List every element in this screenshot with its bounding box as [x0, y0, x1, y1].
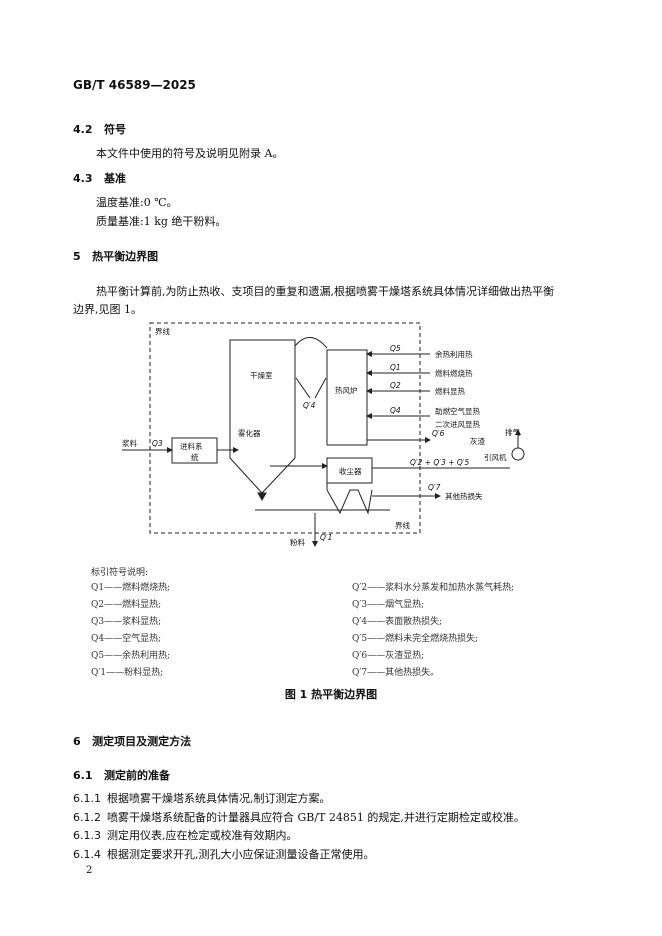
section-6-heading: 6 测定项目及测定方法 — [73, 733, 191, 749]
item-text: 测定用仪表,应在检定或校准有效期内。 — [107, 829, 298, 842]
document-code: GB/T 46589—2025 — [73, 78, 196, 92]
q-label: Q2 — [390, 381, 401, 390]
section-title: 测定项目及测定方法 — [92, 735, 192, 748]
stove-label: 热风炉 — [335, 385, 358, 395]
section-5-paragraph-line2: 边界,见图 1。 — [73, 303, 142, 316]
system-boundary — [149, 322, 421, 534]
section-title: 测定前的准备 — [104, 769, 170, 782]
section-5-heading: 5 热平衡边界图 — [73, 248, 158, 264]
dryer-label: 干燥室 — [250, 370, 273, 380]
q-label: Q′7 — [428, 483, 441, 492]
legend-item: Q′2——浆料水分蒸发和加热水蒸气耗热; — [352, 583, 515, 593]
q-label: Q3 — [152, 439, 163, 448]
legend-right: Q′2——浆料水分蒸发和加热水蒸气耗热; Q′3——烟气显热; Q′4——表面散… — [352, 580, 514, 682]
legend-item: Q2——燃料显热; — [91, 600, 162, 610]
item-number: 6.1.3 — [73, 829, 101, 842]
list-item: 6.1.4 根据测定要求开孔,测孔大小应保证测量设备正常使用。 — [73, 846, 525, 865]
page-number: 2 — [86, 865, 93, 876]
feed-system-label: 统 — [191, 452, 199, 462]
item-number: 6.1.2 — [73, 810, 101, 824]
legend-item: Q5——余热利用热; — [91, 651, 171, 661]
q-label: Q′2 + Q′3 + Q′5 — [410, 458, 469, 467]
legend-left: Q1——燃料燃烧热; Q2——燃料显热; Q3——浆料显热; Q4——空气显热;… — [91, 580, 170, 682]
combustion-air-label: 助燃空气显热 — [435, 406, 480, 416]
mass-basis: 质量基准:1 kg 绝干粉料。 — [96, 215, 227, 228]
section-number: 6 — [73, 735, 81, 748]
fuel-combustion-label: 燃料燃烧热 — [435, 368, 473, 378]
legend-item: Q′4——表面散热损失; — [352, 617, 443, 627]
item-number: 6.1.1 — [73, 792, 101, 805]
legend-item: Q′5——燃料未完全燃烧热损失; — [352, 634, 479, 644]
legend-item: Q′7——其他热损失。 — [352, 668, 440, 678]
legend-item: Q1——燃料燃烧热; — [91, 583, 171, 593]
section-number: 4.3 — [73, 172, 93, 185]
powder-label: 粉料 — [290, 537, 305, 547]
legend-item: Q3——浆料显热; — [91, 617, 162, 627]
q-label: Q1 — [390, 363, 401, 372]
collector-label: 收尘器 — [339, 466, 362, 476]
section-number: 6.1 — [73, 769, 93, 782]
legend-item: Q′3——烟气显热; — [352, 600, 425, 610]
secondary-air-label: 二次进风显热 — [435, 419, 480, 429]
q-label: Q′6 — [432, 429, 445, 438]
hot-air-duct — [294, 337, 328, 349]
q-label: Q5 — [390, 344, 401, 353]
section-4-2-text: 本文件中使用的符号及说明见附录 A。 — [96, 147, 284, 160]
boundary-label: 界线 — [395, 520, 410, 530]
q-label: Q′1 — [320, 533, 332, 542]
drying-chamber — [229, 339, 296, 494]
slurry-label: 浆料 — [122, 438, 137, 448]
heat-balance-diagram: 界线 界线 干燥室 热风炉 雾化器 进料系 统 收尘器 浆料 粉料 排气 引风机… — [122, 322, 525, 547]
hot-air-stove — [326, 349, 368, 446]
legend-item: Q′6——灰渣显热; — [352, 651, 425, 661]
legend-title: 标引符号说明: — [91, 568, 149, 578]
section-6-1-heading: 6.1 测定前的准备 — [73, 767, 170, 783]
list-item: 6.1.1 根据喷雾干燥塔系统具体情况,制订测定方案。 — [73, 790, 525, 809]
feed-system-label: 进料系 — [180, 441, 203, 451]
section-number: 4.2 — [73, 123, 93, 136]
atomizer-label: 雾化器 — [238, 428, 261, 438]
other-loss-label: 其他热损失 — [445, 491, 483, 501]
list-item: 6.1.3 测定用仪表,应在检定或校准有效期内。 — [73, 827, 525, 846]
item-text: 喷雾干燥塔系统配备的计量器具应符合 GB/T 24851 的规定,并进行定期检定… — [107, 810, 525, 824]
q-label: Q′4 — [303, 401, 316, 410]
section-number: 5 — [73, 250, 81, 263]
measurement-items: 6.1.1 根据喷雾干燥塔系统具体情况,制订测定方案。 6.1.2 喷雾干燥塔系统配… — [73, 790, 525, 864]
section-5-paragraph-line1: 热平衡计算前,为防止热收、支项目的重复和遗漏,根据喷雾干燥塔系统具体情况详细做出… — [96, 285, 554, 298]
item-text: 根据测定要求开孔,测孔大小应保证测量设备正常使用。 — [107, 847, 375, 861]
legend-item: Q′1——粉料显热; — [91, 668, 164, 678]
ash-label: 灰渣 — [470, 436, 485, 446]
waste-heat-label: 余热利用热 — [435, 349, 473, 359]
section-4-2-heading: 4.2 符号 — [73, 121, 126, 137]
boundary-label: 界线 — [155, 326, 170, 336]
fuel-sensible-label: 燃料显热 — [435, 386, 465, 396]
section-title: 基准 — [104, 172, 126, 185]
item-number: 6.1.4 — [73, 847, 101, 861]
section-title: 热平衡边界图 — [92, 250, 159, 263]
dust-collector — [326, 457, 373, 484]
fan-label: 引风机 — [484, 452, 507, 462]
legend-item: Q4——空气显热; — [91, 634, 162, 644]
exhaust-label: 排气 — [505, 427, 520, 437]
temperature-basis: 温度基准:0 ℃。 — [96, 196, 178, 209]
item-text: 根据喷雾干燥塔系统具体情况,制订测定方案。 — [107, 792, 331, 805]
fan-icon — [511, 447, 525, 461]
q-label: Q4 — [390, 406, 401, 415]
section-title: 符号 — [104, 123, 126, 136]
figure-caption: 图 1 热平衡边界图 — [284, 688, 378, 701]
list-item: 6.1.2 喷雾干燥塔系统配备的计量器具应符合 GB/T 24851 的规定,并进… — [73, 809, 525, 828]
section-4-3-heading: 4.3 基准 — [73, 170, 126, 186]
